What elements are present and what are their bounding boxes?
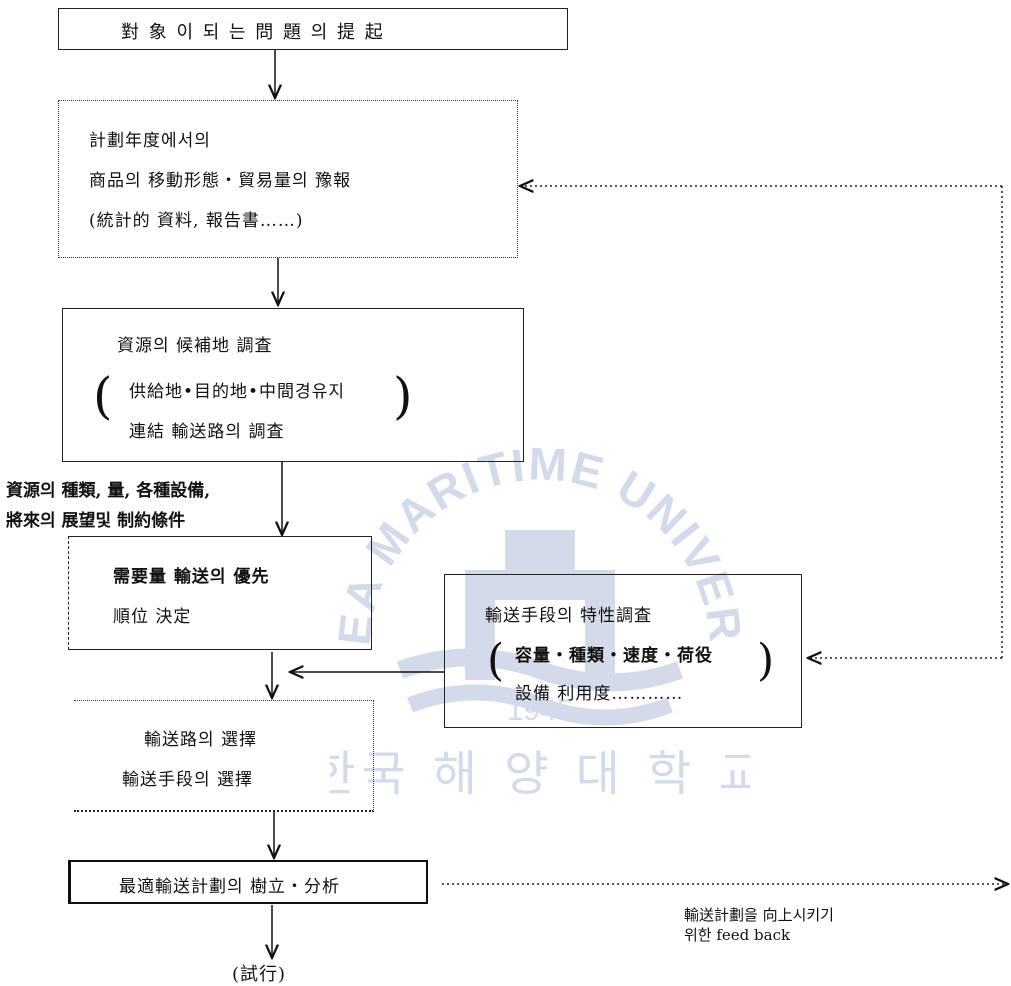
survey-paren-close: ): [393, 367, 413, 425]
selection-box: 輸送路의 選擇 輸送手段의 選擇: [74, 700, 374, 812]
plan-label: 最適輸送計劃의 樹立・分析: [119, 877, 341, 897]
survey-line1: 供給地•目的地•中間경유지: [129, 382, 345, 402]
survey-line2: 連結 輸送路의 調査: [129, 422, 285, 442]
trial-label: (試行): [232, 964, 287, 985]
side-note-line2: 將來의 展望및 制約條件: [6, 511, 186, 531]
selection-line2: 輸送手段의 選擇: [122, 770, 254, 790]
problem-box: 對 象 이 되 는 問 題 의 提 起: [58, 8, 568, 50]
transport-title: 輸送手段의 特性調査: [485, 606, 653, 626]
problem-label: 對 象 이 되 는 問 題 의 提 起: [121, 22, 385, 43]
priority-box: 需要量 輸送의 優先 順位 決定: [68, 536, 372, 650]
selection-line1: 輸送路의 選擇: [144, 730, 258, 750]
forecast-box: 計劃年度에서의 商品의 移動形態・貿易量의 豫報 (統計的 資料, 報告書……): [58, 100, 518, 258]
forecast-line1: 計劃年度에서의: [89, 131, 211, 151]
transport-box: 輸送手段의 特性調査 ( 容量・種類・速度・荷役 設備 利用度………… ): [444, 574, 802, 728]
forecast-line2: 商品의 移動形態・貿易量의 豫報: [89, 171, 352, 191]
priority-line1: 需要量 輸送의 優先: [113, 567, 270, 587]
forecast-line3: (統計的 資料, 報告書……): [89, 211, 304, 231]
transport-paren-close: ): [757, 635, 775, 686]
transport-line1: 容量・種類・速度・荷役: [515, 646, 713, 666]
priority-line2: 順位 決定: [113, 607, 192, 627]
survey-paren-open: (: [93, 367, 113, 425]
feedback-line1: 輸送計劃을 向上시키기: [684, 906, 834, 924]
feedback-line2: 위한 feed back: [684, 926, 791, 944]
transport-line2: 設備 利用度…………: [515, 684, 684, 704]
transport-paren-open: (: [487, 635, 505, 686]
plan-box: 最適輸送計劃의 樹立・分析: [68, 860, 428, 904]
side-note-line1: 資源의 種類, 量, 各種設備,: [6, 481, 211, 501]
survey-box: 資源의 候補地 調査 ( 供給地•目的地•中間경유지 連結 輸送路의 調査 ): [62, 308, 524, 462]
survey-title: 資源의 候補地 調査: [117, 336, 273, 356]
